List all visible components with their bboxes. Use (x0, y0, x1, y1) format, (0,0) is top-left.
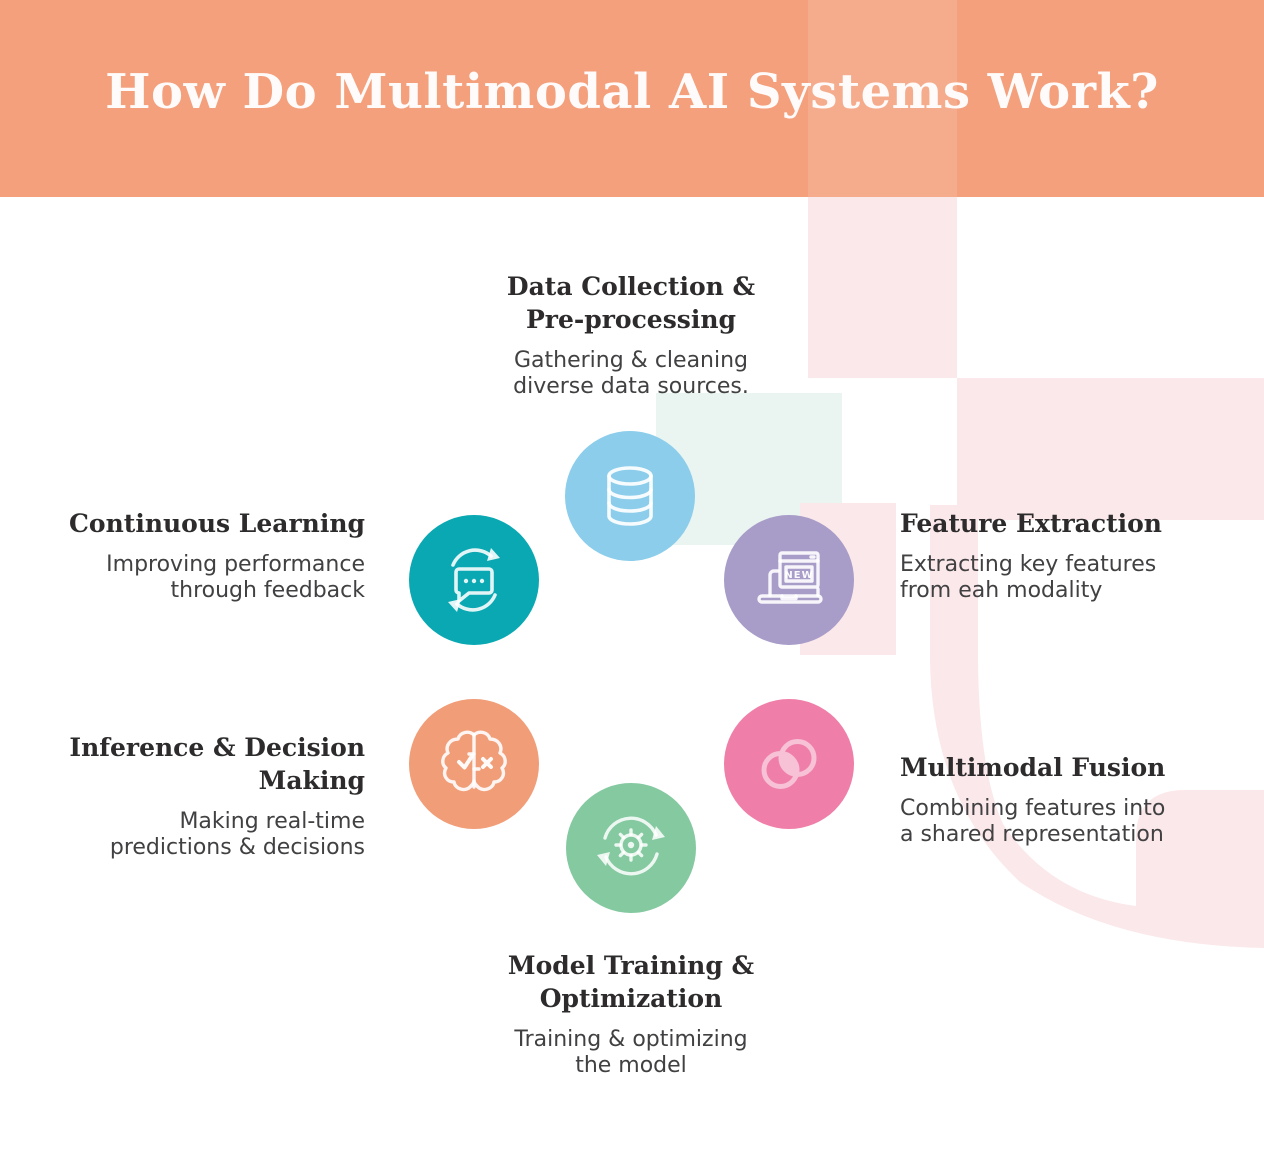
venn-overlap-icon (761, 739, 817, 789)
continuous-learning-circle (409, 515, 539, 645)
step-model-training-text: Model Training & Optimization Training &… (411, 949, 851, 1080)
step-subtitle: Making real-time predictions & decisions (109, 809, 365, 861)
pink-checker-square-1 (808, 197, 957, 378)
step-subtitle: Training & optimizing the model (514, 1027, 748, 1079)
page-title: How Do Multimodal AI Systems Work? (105, 63, 1159, 120)
gear-cycle-icon (597, 816, 665, 876)
step-multimodal-fusion-text: Multimodal Fusion Combining features int… (900, 751, 1245, 849)
feature-extraction-circle: NEW (724, 515, 854, 645)
model-training-circle (566, 783, 696, 913)
step-title: Continuous Learning (69, 509, 365, 538)
inference-decision-circle (409, 699, 539, 829)
database-icon (607, 466, 653, 526)
step-subtitle: Improving performance through feedback (106, 552, 365, 604)
step-title: Model Training & Optimization (507, 951, 755, 1013)
step-subtitle: Gathering & cleaning diverse data source… (513, 348, 749, 400)
chat-refresh-icon (448, 548, 500, 612)
step-title: Data Collection & Pre-processing (506, 272, 756, 334)
brain-decision-icon (441, 730, 507, 792)
step-subtitle: Combining features into a shared represe… (900, 796, 1166, 848)
data-collection-circle (565, 431, 695, 561)
step-title: Multimodal Fusion (900, 753, 1166, 782)
new-badge-text: NEW (784, 570, 813, 581)
multimodal-fusion-circle (724, 699, 854, 829)
pink-swoosh-ring (930, 505, 1264, 948)
step-title: Inference & Decision Making (69, 733, 365, 795)
step-subtitle: Extracting key features from eah modalit… (900, 552, 1157, 604)
step-continuous-learning-text: Continuous Learning Improving performanc… (35, 507, 365, 605)
laptop-new-icon: NEW (757, 551, 823, 604)
header: How Do Multimodal AI Systems Work? (0, 0, 1264, 197)
pink-checker-square-3 (957, 378, 1264, 520)
step-title: Feature Extraction (900, 509, 1162, 538)
step-data-collection-text: Data Collection & Pre-processing Gatheri… (411, 270, 851, 401)
step-feature-extraction-text: Feature Extraction Extracting key featur… (900, 507, 1245, 605)
step-inference-decision-text: Inference & Decision Making Making real-… (35, 731, 365, 862)
